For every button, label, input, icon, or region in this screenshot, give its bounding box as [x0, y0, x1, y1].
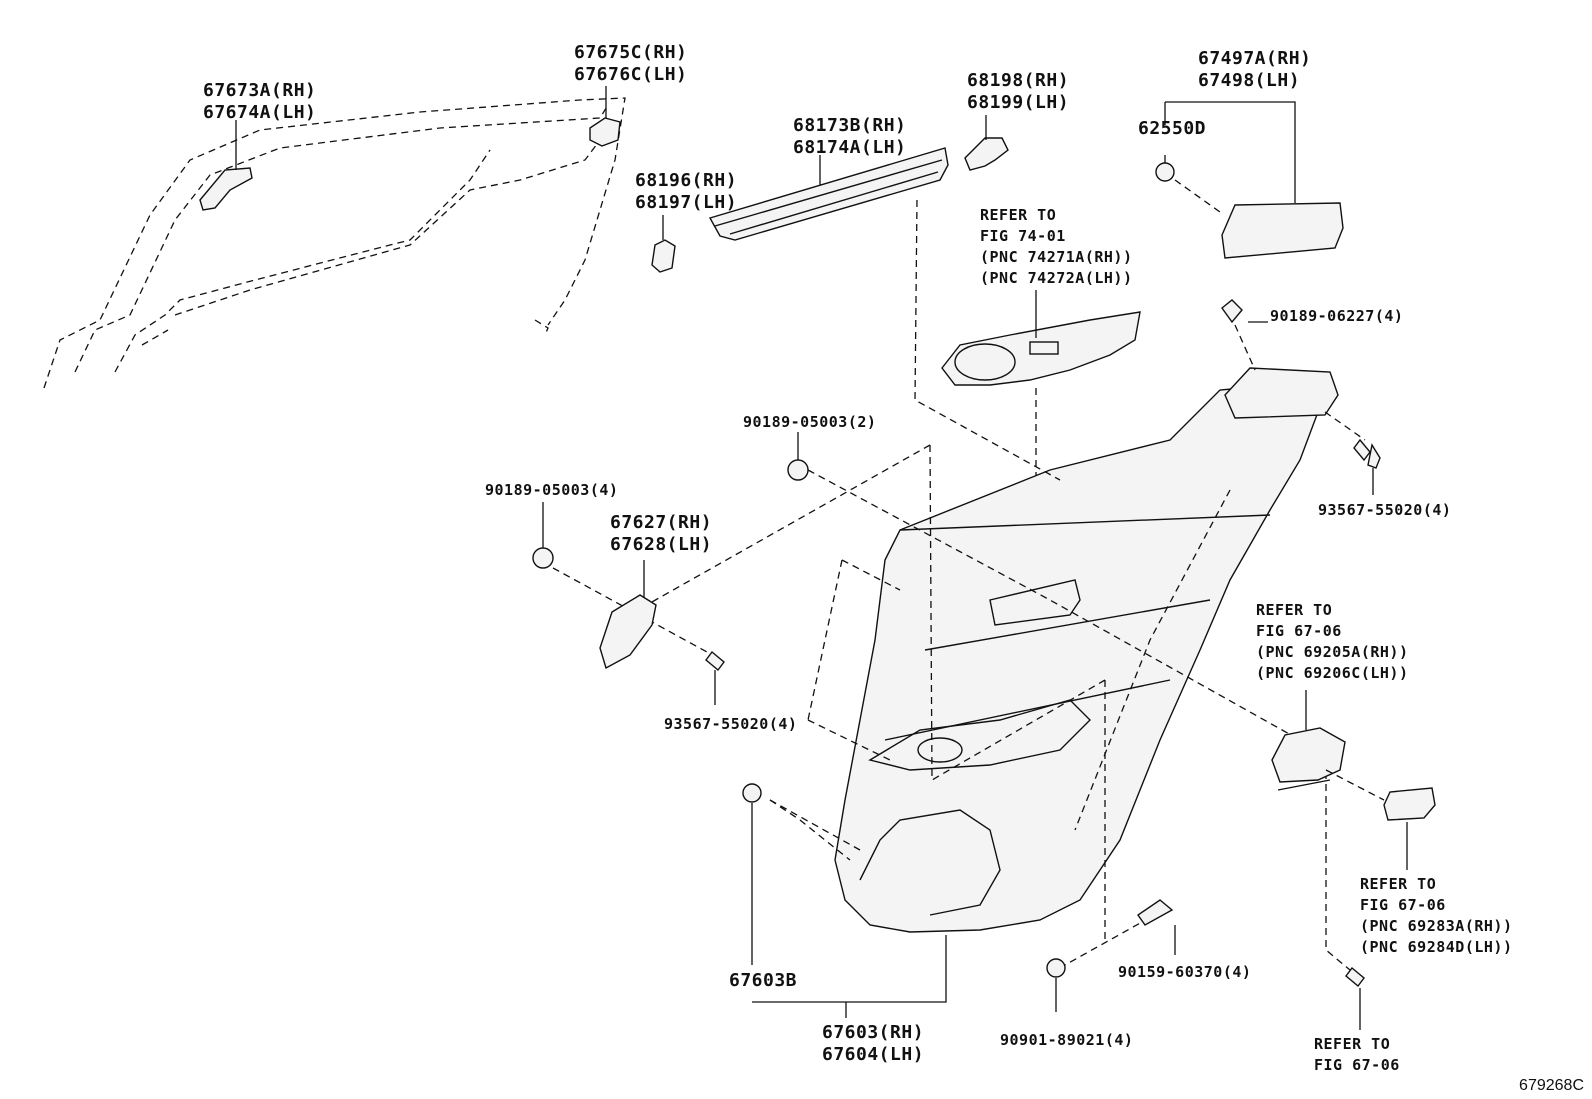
weatherstrip-68173b	[708, 147, 949, 241]
clip-90189-05003-4	[532, 547, 554, 569]
label-refer-fig-7401: REFER TO FIG 74-01 (PNC 74271A(RH)) (PNC…	[980, 206, 1133, 287]
label-90901-89021: 90901-89021(4)	[1000, 1031, 1134, 1049]
leader-67603	[752, 935, 947, 1018]
screw-93567-right	[1353, 438, 1371, 462]
label-68198: 68198(RH) 68199(LH)	[967, 70, 1070, 113]
label-67603: 67603(RH) 67604(LH)	[822, 1022, 925, 1065]
label-62550d: 62550D	[1138, 118, 1207, 139]
inside-handle-ref-6706	[1271, 690, 1346, 791]
label-93567-55020-right: 93567-55020(4)	[1318, 501, 1452, 519]
label-refer-fig-6706-a: REFER TO FIG 67-06 (PNC 69205A(RH)) (PNC…	[1256, 601, 1409, 682]
mounting-leader-lines	[552, 199, 1351, 971]
door-frame-outline	[43, 97, 626, 389]
clip-67603b	[742, 783, 762, 803]
nut-90901	[1046, 958, 1066, 978]
bracket-68198	[964, 115, 1009, 171]
clip-90189-05003-2	[787, 459, 809, 481]
label-90189-05003-4: 90189-05003(4)	[485, 481, 619, 499]
label-90159-60370: 90159-60370(4)	[1118, 963, 1252, 981]
label-67673a: 67673A(RH) 67674A(LH)	[203, 80, 317, 123]
screw-93567-left	[705, 650, 725, 672]
clip-67675c	[589, 86, 621, 147]
label-refer-fig-6706-b: REFER TO FIG 67-06 (PNC 69283A(RH)) (PNC…	[1360, 875, 1513, 956]
label-refer-fig-6706-c: REFER TO FIG 67-06	[1314, 1035, 1400, 1074]
label-67603b: 67603B	[729, 970, 798, 991]
label-90189-05003-2: 90189-05003(2)	[743, 413, 877, 431]
label-67627: 67627(RH) 67628(LH)	[610, 512, 713, 555]
label-67675c: 67675C(RH) 67676C(LH)	[574, 42, 688, 85]
bracket-67627	[599, 560, 657, 670]
bezel-ref-6706	[1325, 769, 1436, 870]
label-67497a: 67497A(RH) 67498(LH)	[1198, 48, 1312, 91]
clip-68196	[651, 215, 676, 273]
label-93567-55020-left: 93567-55020(4)	[664, 715, 798, 733]
label-68196: 68196(RH) 68197(LH)	[635, 170, 738, 213]
handle-bracket-upper	[1221, 299, 1381, 495]
clip-67673a	[199, 120, 253, 211]
screw-ref-6706	[1345, 966, 1365, 988]
fasteners	[532, 432, 1371, 1030]
label-68173b: 68173B(RH) 68174A(LH)	[793, 115, 907, 158]
label-90189-06227: 90189-06227(4)	[1270, 307, 1404, 325]
trim-67497a	[1155, 101, 1344, 259]
figure-id: 679268C	[1519, 1077, 1584, 1094]
screw-90159	[1137, 899, 1174, 926]
armrest-panel-ref-7401	[941, 290, 1141, 715]
